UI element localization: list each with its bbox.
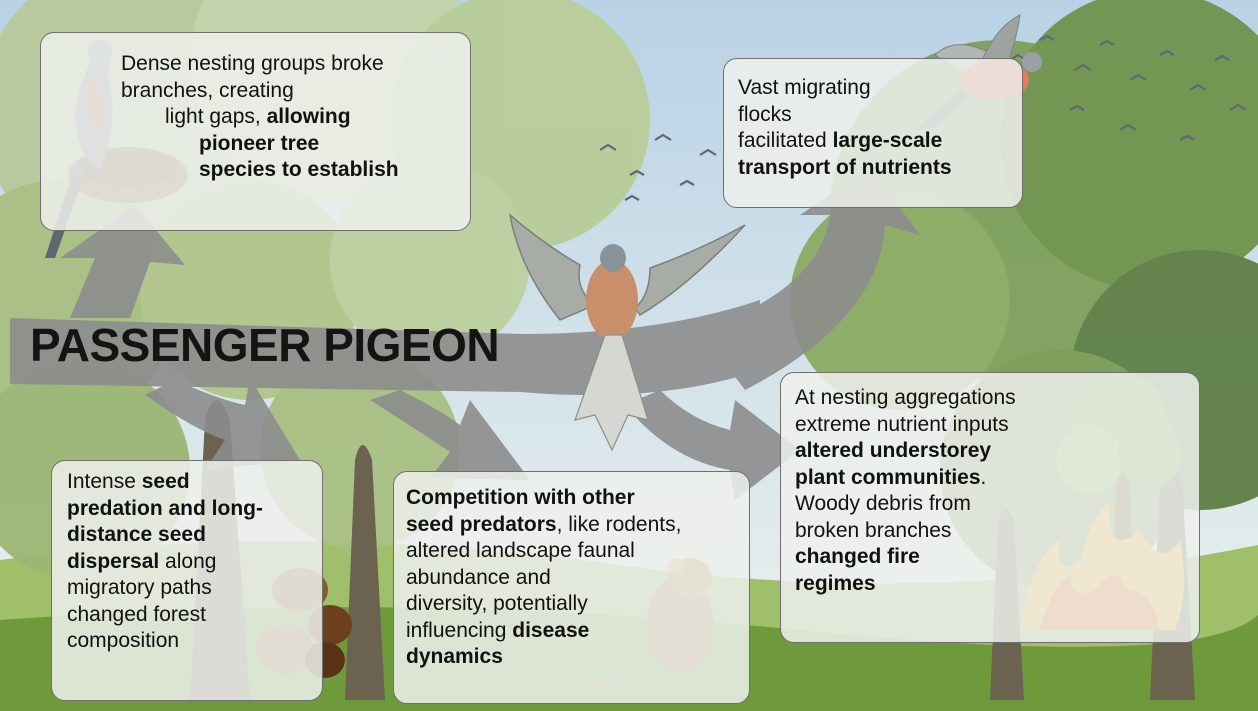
text-line: changed forest — [67, 602, 316, 629]
seed-dispersal-box: Intense seed predation and long- distanc… — [51, 460, 323, 701]
text-line: species to establish — [121, 157, 462, 184]
bold-text: seed predators — [406, 513, 557, 536]
text-run: Dense nesting groups broke — [121, 52, 384, 75]
text-line: seed predators, like rodents, — [406, 512, 743, 539]
text-run: extreme nutrient inputs — [795, 413, 1009, 436]
text-run: branches, creating — [121, 79, 294, 102]
text-line: distance seed — [67, 522, 316, 549]
text-line: plant communities. — [795, 465, 1193, 492]
text-line: Woody debris from — [795, 491, 1193, 518]
text-line: abundance and — [406, 565, 743, 592]
text-line: flocks — [738, 102, 1014, 129]
text-line: regimes — [795, 571, 1193, 598]
text-line: extreme nutrient inputs — [795, 412, 1193, 439]
text-line: facilitated large-scale — [738, 128, 1014, 155]
text-run: changed forest — [67, 603, 206, 626]
bold-text: allowing — [267, 105, 351, 128]
text-line: Competition with other — [406, 485, 743, 512]
text-run: At nesting aggregations — [795, 386, 1016, 409]
nutrient-input-box: At nesting aggregations extreme nutrient… — [780, 372, 1200, 643]
bold-text: predation and long- — [67, 497, 263, 520]
text-run: Woody debris from — [795, 492, 971, 515]
bold-text: altered understorey — [795, 439, 991, 462]
text-line: altered landscape faunal — [406, 538, 743, 565]
nesting-effect-box: Dense nesting groups broke branches, cre… — [40, 32, 471, 231]
text-line: dispersal along — [67, 549, 316, 576]
text-run: influencing — [406, 619, 512, 642]
text-line: altered understorey — [795, 438, 1193, 465]
bold-text: plant communities — [795, 466, 981, 489]
text-run: migratory paths — [67, 576, 212, 599]
text-line: Intense seed — [67, 469, 316, 496]
text-line: broken branches — [795, 518, 1193, 545]
bold-text: large-scale — [833, 129, 943, 152]
text-line: dynamics — [406, 644, 743, 671]
migration-effect-box: Vast migrating flocks facilitated large-… — [723, 58, 1023, 208]
text-run: altered landscape faunal — [406, 539, 635, 562]
bold-text: dispersal — [67, 550, 159, 573]
text-line: changed fire — [795, 544, 1193, 571]
bold-text: Competition with other — [406, 486, 635, 509]
text-run: abundance and — [406, 566, 551, 589]
bold-text: dynamics — [406, 645, 503, 668]
text-line: transport of nutrients — [738, 155, 1014, 182]
bold-text: species to establish — [199, 158, 399, 181]
text-run: Intense — [67, 470, 142, 493]
text-line: branches, creating — [121, 78, 462, 105]
bold-text: distance seed — [67, 523, 206, 546]
text-line: migratory paths — [67, 575, 316, 602]
bold-text: disease — [512, 619, 589, 642]
text-line: diversity, potentially — [406, 591, 743, 618]
text-run: facilitated — [738, 129, 833, 152]
bold-text: regimes — [795, 572, 876, 595]
text-run: , like rodents, — [557, 513, 682, 536]
bold-text: changed fire — [795, 545, 920, 568]
competition-effect-box: Competition with other seed predators, l… — [393, 471, 750, 704]
text-run: flocks — [738, 103, 792, 126]
text-run: Vast migrating — [738, 76, 871, 99]
text-line: Vast migrating — [738, 75, 1014, 102]
text-line: Dense nesting groups broke — [121, 51, 462, 78]
text-run: . — [981, 466, 987, 489]
diagram-title: PASSENGER PIGEON — [30, 318, 499, 372]
bold-text: seed — [142, 470, 190, 493]
text-line: At nesting aggregations — [795, 385, 1193, 412]
text-line: composition — [67, 628, 316, 655]
text-run: broken branches — [795, 519, 951, 542]
text-line: pioneer tree — [121, 131, 462, 158]
bold-text: pioneer tree — [199, 132, 319, 155]
text-line: predation and long- — [67, 496, 316, 523]
bold-text: transport of nutrients — [738, 156, 952, 179]
text-run: diversity, potentially — [406, 592, 588, 615]
text-run: along — [159, 550, 216, 573]
text-line: light gaps, allowing — [121, 104, 462, 131]
text-run: composition — [67, 629, 179, 652]
text-run: light gaps, — [165, 105, 267, 128]
text-line: influencing disease — [406, 618, 743, 645]
